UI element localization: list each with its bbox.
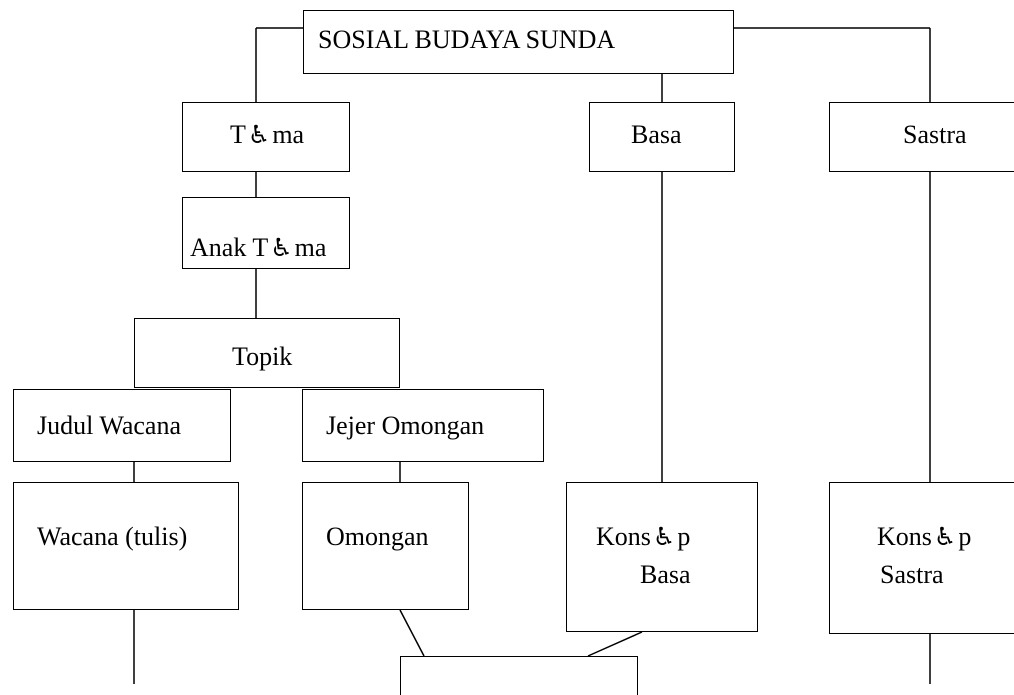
node-wacana-tulis — [13, 482, 239, 610]
node-konsep-sastra-label-line2: Sastra — [880, 560, 944, 589]
node-konsep-basa-label-line1: Kons♿p — [596, 522, 691, 551]
node-topik — [134, 318, 400, 388]
node-wacana-tulis-label: Wacana (tulis) — [37, 522, 188, 551]
node-sastra — [829, 102, 1014, 172]
wheelchair-icon: ♿ — [270, 233, 293, 262]
node-konsep-basa-label-line2: Basa — [640, 560, 691, 589]
node-jejer-omongan — [302, 389, 544, 462]
node-basa-label: Basa — [631, 120, 682, 149]
node-tema — [182, 102, 350, 172]
wheelchair-icon: ♿ — [652, 522, 676, 551]
node-judul-wacana — [13, 389, 231, 462]
connector-omongan-bottom — [399, 609, 425, 657]
node-judul-wacana-label: Judul Wacana — [37, 411, 181, 440]
connector-konsep-basa-bottom — [587, 631, 643, 657]
wheelchair-icon: ♿ — [247, 120, 271, 149]
node-konsep-sastra — [829, 482, 1014, 634]
node-sosial-budaya-sunda — [303, 10, 734, 74]
node-konsep-basa — [566, 482, 758, 632]
node-topik-label: Topik — [232, 342, 293, 371]
node-jejer-omongan-label: Jejer Omongan — [326, 411, 485, 440]
node-basa — [589, 102, 735, 172]
node-bottom-empty — [400, 656, 638, 695]
node-sastra-label: Sastra — [903, 120, 967, 149]
node-sosial-budaya-sunda-label: SOSIAL BUDAYA SUNDA — [318, 25, 616, 54]
wheelchair-icon: ♿ — [933, 522, 957, 551]
node-omongan — [302, 482, 469, 610]
node-konsep-sastra-label-line1: Kons♿p — [877, 522, 972, 551]
node-anak-tema — [182, 197, 350, 269]
node-omongan-label: Omongan — [326, 522, 429, 551]
node-anak-tema-label: Anak T♿ma — [190, 233, 327, 262]
node-tema-label: T♿ma — [230, 120, 305, 149]
